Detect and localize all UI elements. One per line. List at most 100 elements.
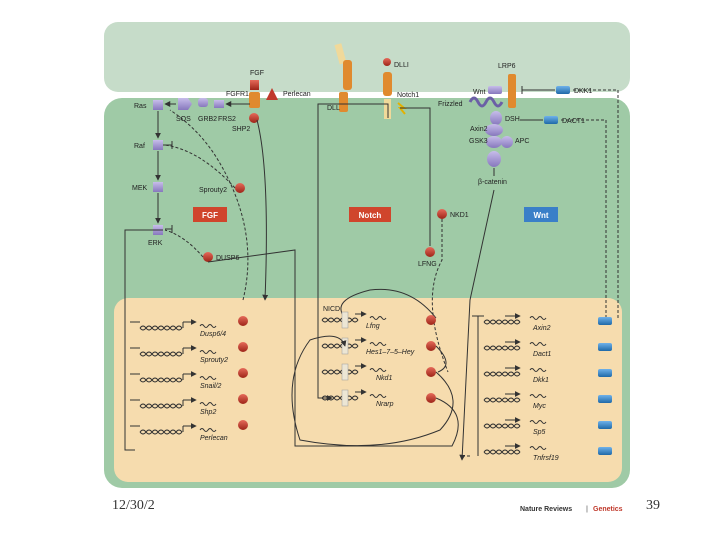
dll-label: DLL xyxy=(327,105,340,112)
svg-text:Axin2: Axin2 xyxy=(470,126,488,133)
pathway-label-fgf: FGF xyxy=(193,207,227,222)
notch-arrows xyxy=(317,103,449,401)
notch-feedback-loop-2 xyxy=(435,345,447,373)
svg-text:β-catenin: β-catenin xyxy=(478,179,507,186)
svg-text:Notch: Notch xyxy=(359,211,382,220)
dusp6-node xyxy=(203,252,213,262)
axin2-node xyxy=(485,124,503,136)
wnt-target-row: Myc xyxy=(483,391,612,410)
wnt-bcat-input-line xyxy=(472,315,484,456)
frizzled-receptor xyxy=(468,96,504,108)
sos-node xyxy=(178,98,192,110)
fgf-target-row: Shp2 xyxy=(139,394,248,416)
lfng-node xyxy=(425,247,435,257)
svg-text:GSK3: GSK3 xyxy=(469,138,488,145)
svg-text:Genetics: Genetics xyxy=(593,506,623,513)
extracellular-region xyxy=(104,22,630,92)
svg-text:Myc: Myc xyxy=(533,403,546,410)
svg-text:SHP2: SHP2 xyxy=(232,126,250,133)
dkk1-label: DKK1 xyxy=(574,88,592,95)
grb2-node xyxy=(198,98,208,107)
frizzled-label: Frizzled xyxy=(438,101,463,108)
svg-text:SOS: SOS xyxy=(176,116,191,123)
dll-receptor xyxy=(339,92,348,112)
mek-node xyxy=(153,182,163,192)
dlli-label: DLLI xyxy=(394,62,409,69)
wnt-targets: Axin2 Dact1 Dkk1 Myc xyxy=(462,313,612,462)
wnt-target-row: Axin2 xyxy=(483,313,612,332)
dact1-node xyxy=(544,116,558,124)
svg-text:Dkk1: Dkk1 xyxy=(533,377,549,384)
svg-text:Tnfrsf19: Tnfrsf19 xyxy=(533,455,559,462)
wnt-label: Wnt xyxy=(473,89,486,96)
notch-feedback-loop xyxy=(291,335,454,447)
svg-text:Dact1: Dact1 xyxy=(533,351,551,358)
svg-text:Hes1–7–5–Hey: Hes1–7–5–Hey xyxy=(366,349,415,356)
svg-text:Lfng: Lfng xyxy=(366,323,380,330)
svg-text:Perlecan: Perlecan xyxy=(200,435,228,442)
dll-ligand-stalk xyxy=(343,60,352,90)
svg-text:Sprouty2: Sprouty2 xyxy=(200,357,228,364)
lrp6-receptor xyxy=(508,74,516,108)
notch1-receptor xyxy=(383,72,392,96)
fgf-target-row: Snail/2 xyxy=(139,368,248,390)
shp2-node xyxy=(249,113,259,123)
svg-text:Shp2: Shp2 xyxy=(200,409,216,416)
svg-text:Sp5: Sp5 xyxy=(533,429,546,436)
svg-text:FGF: FGF xyxy=(202,211,218,220)
slide-date: 12/30/2 xyxy=(112,498,155,513)
dkk1-node xyxy=(556,86,570,94)
perlecan-label: Perlecan xyxy=(283,91,311,98)
svg-text:Sprouty2: Sprouty2 xyxy=(199,187,227,194)
wnt-arrows xyxy=(459,86,619,461)
fgf-label: FGF xyxy=(250,70,264,77)
beta-catenin-node xyxy=(487,151,501,167)
fgfr1-label: FGFR1 xyxy=(226,91,249,98)
apc-node xyxy=(501,136,513,148)
lrp6-label: LRP6 xyxy=(498,63,516,70)
svg-text:Nkd1: Nkd1 xyxy=(376,375,392,382)
perlecan-shape xyxy=(266,88,278,100)
fgf-target-row: Perlecan xyxy=(139,420,248,442)
wnt-target-row: Tnfrsf19 xyxy=(483,443,612,462)
notch-target-row: Nkd1 xyxy=(321,363,436,382)
wnt-cascade: DSH Axin2 GSK3 APC β-catenin xyxy=(469,111,529,186)
svg-text:DUSP6: DUSP6 xyxy=(216,255,239,262)
pathway-label-wnt: Wnt xyxy=(524,207,558,222)
notch-target-row: Lfng xyxy=(321,311,436,330)
fgf-erk-input-line xyxy=(124,229,163,451)
sprouty2-node xyxy=(235,183,245,193)
fgf-target-row: Sprouty2 xyxy=(139,342,248,364)
notch1-label: Notch1 xyxy=(397,92,419,99)
svg-text:NICD: NICD xyxy=(323,306,340,313)
dll-ligand-top xyxy=(334,43,347,65)
svg-text:Dusp6/4: Dusp6/4 xyxy=(200,331,226,338)
slide-page-number: 39 xyxy=(646,498,660,513)
ras-node xyxy=(153,100,163,110)
dsh-node xyxy=(490,111,502,125)
notch-target-row: Nrarp xyxy=(321,389,436,408)
svg-text:Wnt: Wnt xyxy=(533,211,548,220)
fgf-targets: Dusp6/4 Sprouty2 Snail/2 S xyxy=(124,229,248,451)
svg-text:Nrarp: Nrarp xyxy=(376,401,394,408)
svg-text:GRB2: GRB2 xyxy=(198,116,217,123)
wnt-ligand xyxy=(488,86,502,94)
svg-text:ERK: ERK xyxy=(148,240,163,247)
svg-text:FRS2: FRS2 xyxy=(218,116,236,123)
wnt-target-row: Dkk1 xyxy=(483,365,612,384)
svg-text:LFNG: LFNG xyxy=(418,261,437,268)
svg-text:DSH: DSH xyxy=(505,116,520,123)
svg-text:|: | xyxy=(586,506,588,513)
frs2-node xyxy=(214,100,224,108)
pathway-label-notch: Notch xyxy=(349,207,391,222)
dact1-label: DACT1 xyxy=(562,118,585,125)
fgfr1-receptor xyxy=(249,92,260,108)
dusp6-feedback xyxy=(207,249,459,447)
raf-node xyxy=(153,140,163,150)
svg-text:Raf: Raf xyxy=(134,143,145,150)
journal-credit: Nature Reviews | Genetics xyxy=(520,506,623,513)
wnt-target-row: Dact1 xyxy=(483,339,612,358)
notch-targets: Lfng Hes1–7–5–Hey Nkd1 Nra xyxy=(207,249,459,447)
svg-text:APC: APC xyxy=(515,138,529,145)
